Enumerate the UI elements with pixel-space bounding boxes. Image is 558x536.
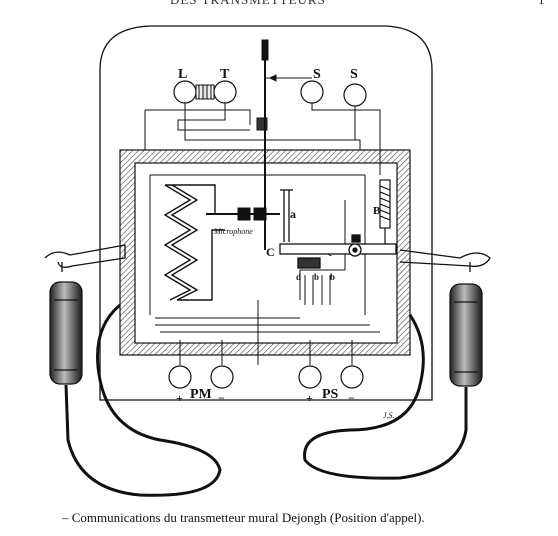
terminal-S2 — [343, 83, 367, 107]
label-PS: PS — [322, 387, 339, 402]
transformer-coil — [195, 84, 215, 100]
label-B: B — [373, 205, 381, 217]
terminal-T — [213, 80, 237, 104]
induction-coil — [163, 184, 225, 301]
left-hook — [44, 244, 126, 272]
label-microphone: Microphone — [213, 227, 253, 236]
spring-B — [379, 179, 391, 244]
label-S1: S — [313, 67, 321, 82]
terminal-PM-minus — [210, 365, 234, 389]
label-plus1: + — [176, 391, 183, 405]
label-T: T — [220, 67, 230, 82]
label-C: C — [266, 245, 275, 259]
label-minus2: − — [348, 391, 355, 405]
wiring — [144, 103, 381, 365]
label-b1: b — [314, 272, 319, 282]
page-number: 1 — [538, 0, 545, 8]
terminal-PS-plus — [298, 365, 322, 389]
terminal-L — [173, 80, 197, 104]
transmitter-diagram: L T S S — [44, 25, 491, 497]
terminal-PM-plus — [168, 365, 192, 389]
contact-post-a — [280, 189, 293, 242]
right-hook — [399, 249, 491, 272]
engraver-signature: J.S. — [383, 411, 395, 420]
terminal-S1 — [300, 80, 324, 104]
label-S2: S — [350, 67, 358, 82]
right-receiver — [449, 283, 483, 387]
label-b2: b — [330, 272, 335, 282]
label-a: a — [290, 207, 296, 221]
figure-caption: – Communications du transmetteur mural D… — [62, 510, 425, 525]
terminal-PS-minus — [340, 365, 364, 389]
label-L: L — [178, 67, 187, 82]
hook-switch-lever — [279, 234, 397, 269]
label-d: d — [296, 272, 301, 282]
label-PM: PM — [190, 387, 212, 402]
microphone — [206, 207, 280, 221]
left-receiver — [49, 281, 83, 385]
label-minus1: − — [218, 391, 225, 405]
label-plus2: + — [306, 391, 313, 405]
running-header: DES TRANSMETTEURS — [170, 0, 326, 8]
receiver-cords — [64, 303, 468, 497]
